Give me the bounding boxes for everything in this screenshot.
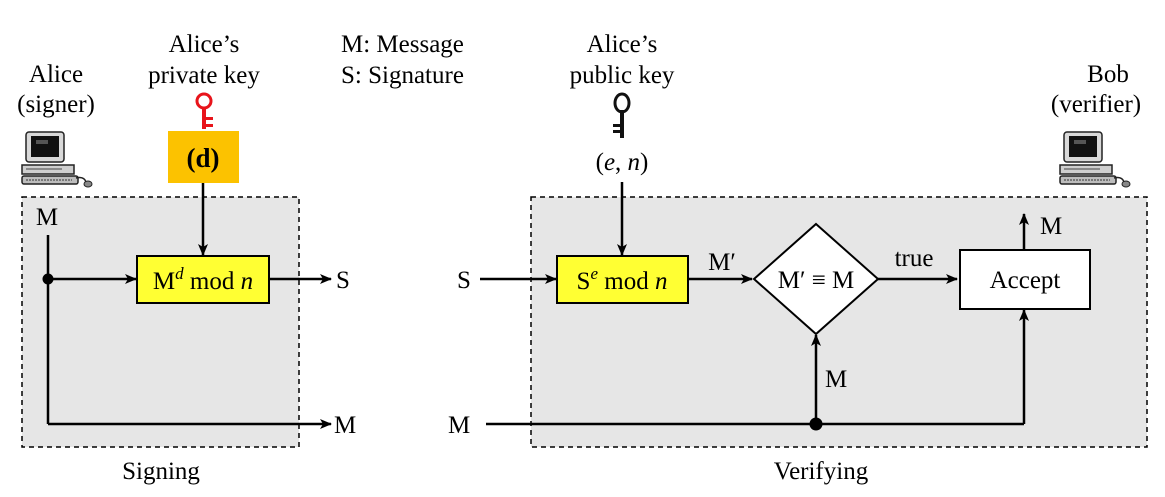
verifier-role: (verifier): [1051, 91, 1141, 118]
signing-process-box: [136, 255, 270, 304]
private-key-line1: Alice’s: [169, 31, 240, 58]
public-key-params: (e, n): [596, 149, 649, 176]
public-key-line1: Alice’s: [587, 31, 658, 58]
computer-icon: [21, 131, 93, 188]
key-icon: [613, 92, 631, 138]
verifier-name: Bob: [1087, 61, 1129, 88]
verifier-group: Bob (verifier): [1051, 61, 1141, 188]
verifying-panel: [530, 196, 1148, 448]
private-key-line2: private key: [148, 62, 260, 89]
verifying-input-message: M: [448, 412, 470, 439]
true-label: true: [895, 245, 934, 272]
signing-process-label: Md mod n: [153, 264, 253, 295]
private-key-box: [168, 131, 239, 183]
key-icon: [195, 92, 213, 129]
private-key-box-label: (d): [187, 143, 220, 173]
legend-message: M: Message: [341, 31, 464, 58]
signing-output-message: M: [334, 412, 356, 439]
public-key-group: Alice’s public key (e, n): [570, 31, 675, 176]
signing-label: Signing: [122, 458, 200, 485]
verifying-output-label: M: [1040, 213, 1062, 240]
legend-signature: S: Signature: [341, 62, 464, 89]
compare-diamond: [752, 222, 880, 336]
computer-icon: [1059, 131, 1131, 188]
signer-name: Alice: [29, 61, 83, 88]
verifying-label: Verifying: [774, 458, 869, 485]
junction-dot: [809, 417, 823, 431]
compare-input-label: M: [825, 366, 847, 393]
verifying-process-box: [556, 255, 689, 304]
public-key-line2: public key: [570, 62, 675, 89]
signer-role: (signer): [17, 91, 95, 118]
private-key-group: Alice’s private key (d): [148, 31, 260, 183]
signing-panel: M Md mod n: [21, 183, 332, 448]
compare-label: M′ ≡ M: [778, 267, 855, 294]
verifying-input-signature: S: [457, 267, 471, 294]
legend: M: Message S: Signature: [341, 31, 464, 89]
signer-group: Alice (signer): [17, 61, 95, 188]
m-prime-label: M′: [708, 249, 736, 276]
signing-input-label: M: [36, 204, 58, 231]
accept-label: Accept: [990, 267, 1061, 294]
signing-output-signature: S: [336, 267, 350, 294]
accept-box: [959, 249, 1091, 310]
verifying-process-label: Se mod n: [577, 264, 668, 295]
